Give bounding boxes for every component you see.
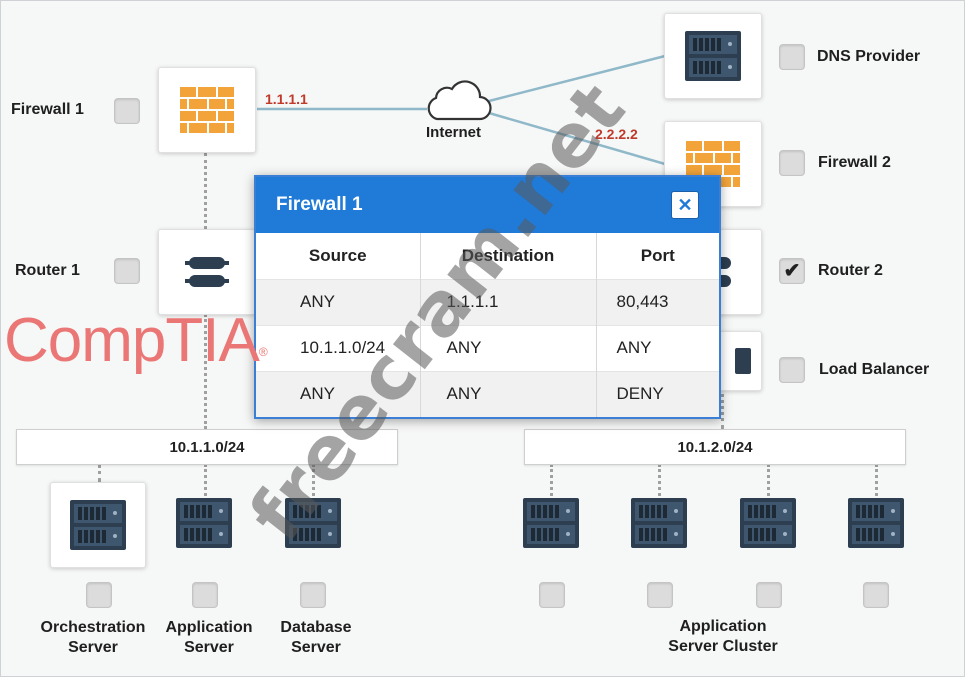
cluster-label: Application Server Cluster [653, 617, 793, 657]
orchestration-server-node[interactable] [50, 482, 146, 568]
cell-port[interactable]: 80,443 [596, 278, 719, 325]
dialog-title: Firewall 1 [276, 194, 363, 215]
firewall2-label: Firewall 2 [818, 154, 891, 171]
server-icon [70, 500, 126, 550]
orchestration-server-label: Orchestration Server [35, 618, 151, 658]
load-balancer-icon [735, 348, 751, 374]
cluster-line2: Server Cluster [668, 638, 778, 655]
dialog-header: Firewall 1 ✕ [256, 177, 719, 233]
orchestration-line1: Orchestration [40, 619, 146, 636]
firewall1-label: Firewall 1 [11, 101, 84, 118]
subnet-left: 10.1.1.0/24 [16, 429, 398, 465]
cell-source[interactable]: ANY [256, 370, 421, 417]
firewall1-node[interactable] [158, 67, 256, 153]
database-server-node[interactable] [284, 496, 342, 550]
header-port: Port [596, 233, 719, 279]
cluster-server-1-checkbox[interactable] [539, 582, 565, 608]
cloud-icon [427, 80, 492, 121]
table-row[interactable]: ANY 1.1.1.1 80,443 [256, 278, 719, 325]
router1-checkbox[interactable] [114, 258, 140, 284]
cell-source[interactable]: ANY [256, 278, 421, 325]
cluster-server-3-checkbox[interactable] [756, 582, 782, 608]
link-fw1-router1 [204, 153, 207, 229]
cluster-server-4-checkbox[interactable] [863, 582, 889, 608]
cell-source[interactable]: 10.1.1.0/24 [256, 324, 421, 371]
orchestration-server-checkbox[interactable] [86, 582, 112, 608]
cell-destination[interactable]: 1.1.1.1 [420, 278, 597, 325]
firewall-rules-dialog: Firewall 1 ✕ Source Destination Port ANY… [254, 175, 721, 419]
cluster-server-2-checkbox[interactable] [647, 582, 673, 608]
header-source: Source [256, 233, 421, 279]
database-line1: Database [280, 619, 352, 636]
application-server-node[interactable] [175, 496, 233, 550]
cell-port[interactable]: ANY [596, 324, 719, 371]
firewall1-ip: 1.1.1.1 [265, 91, 308, 107]
link-subnet-c3 [767, 464, 770, 496]
database-server-checkbox[interactable] [300, 582, 326, 608]
cell-destination[interactable]: ANY [420, 324, 597, 371]
link-subnet-app [204, 464, 207, 496]
firewall-icon [179, 86, 235, 134]
cluster-server-2[interactable] [630, 496, 688, 550]
server-icon [848, 498, 904, 548]
cluster-server-4[interactable] [847, 496, 905, 550]
database-line2: Server [291, 639, 341, 656]
table-row[interactable]: 10.1.1.0/24 ANY ANY [256, 324, 719, 371]
close-icon[interactable]: ✕ [671, 191, 699, 219]
link-lb-subnet [721, 387, 724, 429]
checkmark-icon: ✔ [783, 260, 801, 282]
load-balancer-checkbox[interactable] [779, 357, 805, 383]
cell-port[interactable]: DENY [596, 370, 719, 417]
router2-label: Router 2 [818, 262, 883, 279]
cell-destination[interactable]: ANY [420, 370, 597, 417]
dns-checkbox[interactable] [779, 44, 805, 70]
firewall2-checkbox[interactable] [779, 150, 805, 176]
internet-label: Internet [426, 124, 482, 141]
application-server-label: Application Server [157, 618, 261, 658]
dns-label: DNS Provider [817, 48, 921, 65]
dns-node[interactable] [664, 13, 762, 99]
table-header-row: Source Destination Port [256, 233, 719, 279]
server-icon [631, 498, 687, 548]
orchestration-line2: Server [68, 639, 118, 656]
link-router1-subnet [204, 314, 207, 429]
link-subnet-orch [98, 464, 101, 482]
link-subnet-db [312, 464, 315, 496]
router-icon [185, 257, 229, 287]
link-subnet-c2 [658, 464, 661, 496]
server-icon [685, 31, 741, 81]
server-icon [523, 498, 579, 548]
cluster-line1: Application [679, 618, 767, 635]
router2-checkbox[interactable]: ✔ [779, 258, 805, 284]
subnet-right: 10.1.2.0/24 [524, 429, 906, 465]
table-row[interactable]: ANY ANY DENY [256, 370, 719, 417]
cluster-server-3[interactable] [739, 496, 797, 550]
application-server-checkbox[interactable] [192, 582, 218, 608]
firewall1-checkbox[interactable] [114, 98, 140, 124]
header-destination: Destination [420, 233, 597, 279]
application-line2: Server [184, 639, 234, 656]
cluster-server-1[interactable] [522, 496, 580, 550]
link-subnet-c4 [875, 464, 878, 496]
rules-table: Source Destination Port ANY 1.1.1.1 80,4… [256, 233, 719, 417]
server-icon [176, 498, 232, 548]
application-line1: Application [165, 619, 253, 636]
link-subnet-c1 [550, 464, 553, 496]
server-icon [285, 498, 341, 548]
firewall2-ip: 2.2.2.2 [595, 126, 638, 142]
router1-node[interactable] [158, 229, 256, 315]
server-icon [740, 498, 796, 548]
router1-label: Router 1 [15, 262, 80, 279]
database-server-label: Database Server [269, 618, 363, 658]
load-balancer-label: Load Balancer [819, 361, 930, 378]
